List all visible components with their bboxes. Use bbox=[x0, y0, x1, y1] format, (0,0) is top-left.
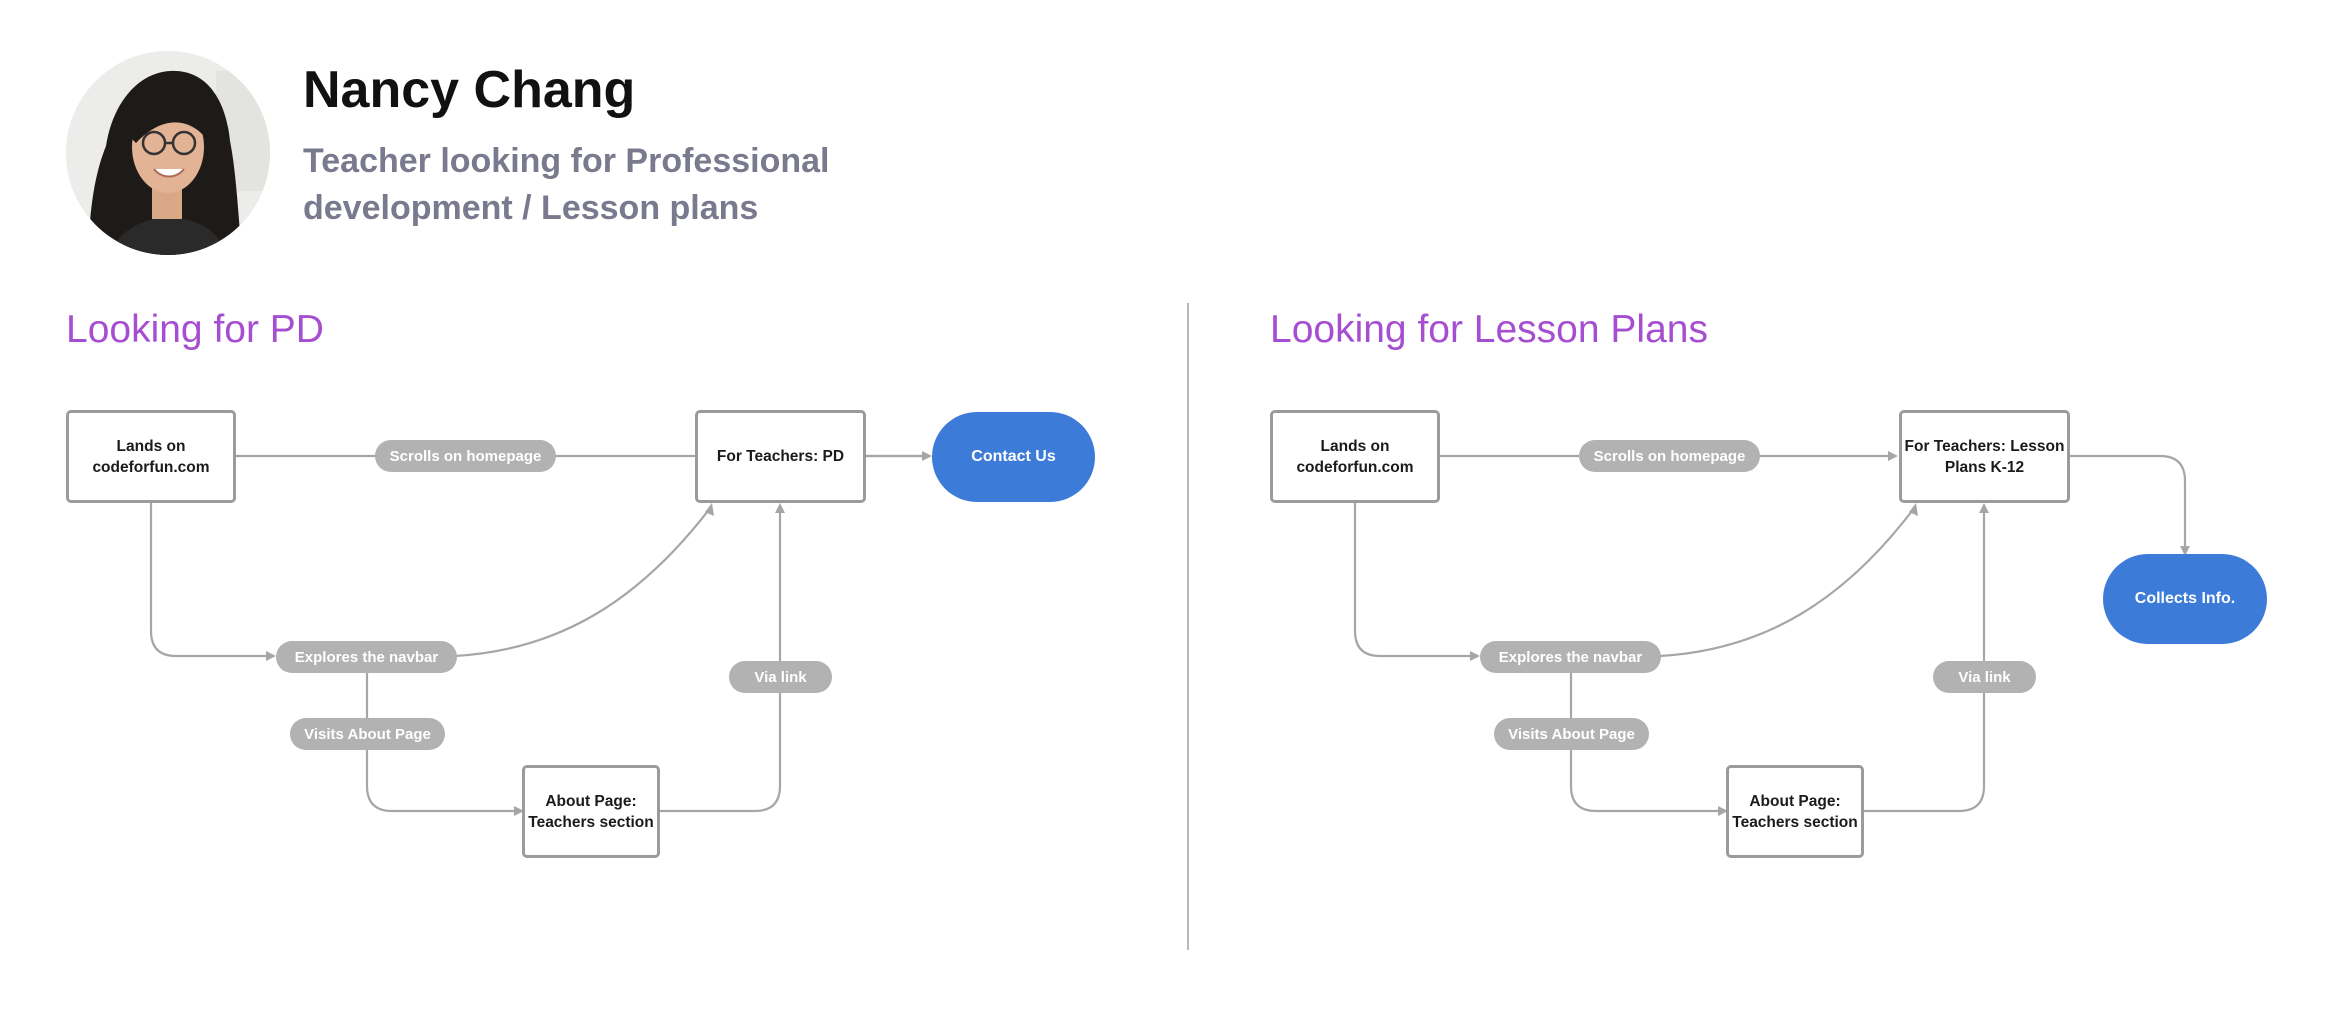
edge-label-navbar: Explores the navbar bbox=[1480, 641, 1661, 673]
edge-label-visits-about: Visits About Page bbox=[290, 718, 445, 750]
node-about-page: About Page: Teachers section bbox=[522, 765, 660, 858]
node-for-teachers-pd: For Teachers: PD bbox=[695, 410, 866, 503]
node-about-page: About Page: Teachers section bbox=[1726, 765, 1864, 858]
node-lands-on-site: Lands on codeforfun.com bbox=[66, 410, 236, 503]
edge-label-navbar: Explores the navbar bbox=[276, 641, 457, 673]
node-lands-on-site: Lands on codeforfun.com bbox=[1270, 410, 1440, 503]
connector-navbar-to-teachers bbox=[455, 507, 711, 656]
arrowhead-icon bbox=[1470, 651, 1480, 661]
arrowhead-icon bbox=[266, 651, 276, 661]
edge-label-visits-about: Visits About Page bbox=[1494, 718, 1649, 750]
connector-start-to-navbar bbox=[151, 503, 268, 656]
edge-label-scrolls: Scrolls on homepage bbox=[1579, 440, 1760, 472]
connector-start-to-navbar bbox=[1355, 503, 1472, 656]
node-collects-info: Collects Info. bbox=[2103, 554, 2267, 644]
edge-label-scrolls: Scrolls on homepage bbox=[375, 440, 556, 472]
edge-label-via-link: Via link bbox=[1933, 661, 2036, 693]
connector-navbar-to-teachers bbox=[1660, 507, 1915, 656]
edge-label-via-link: Via link bbox=[729, 661, 832, 693]
node-for-teachers-lesson-plans: For Teachers: Lesson Plans K-12 bbox=[1899, 410, 2070, 503]
node-contact-us: Contact Us bbox=[932, 412, 1095, 502]
arrowhead-icon bbox=[775, 503, 785, 513]
connector-teachers-to-end bbox=[2070, 456, 2185, 548]
arrowhead-icon bbox=[1888, 451, 1898, 461]
arrowhead-icon bbox=[1979, 503, 1989, 513]
